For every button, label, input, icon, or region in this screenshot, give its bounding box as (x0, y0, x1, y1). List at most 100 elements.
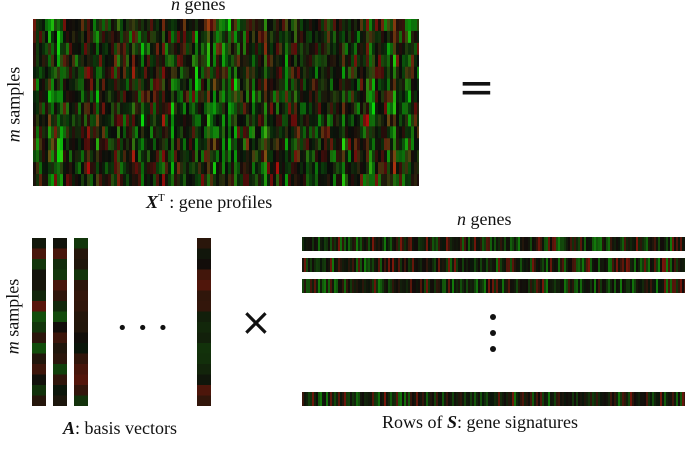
heatmap-cell (267, 150, 270, 163)
heatmap-cell (342, 162, 345, 175)
heatmap-cell (291, 114, 294, 127)
heatmap-cell (321, 42, 324, 56)
basis-cell (197, 343, 211, 354)
heatmap-cell (279, 19, 282, 32)
heatmap-cell (288, 114, 291, 127)
heatmap-cell (375, 30, 378, 44)
signature-cell (426, 258, 428, 272)
heatmap-cell (153, 78, 156, 92)
heatmap-cell (51, 30, 54, 44)
signature-cell (332, 237, 334, 251)
heatmap-cell (141, 19, 144, 32)
heatmap-cell (264, 162, 267, 175)
heatmap-cell (69, 78, 72, 92)
signature-cell (328, 392, 330, 406)
signature-cell (572, 279, 574, 293)
heatmap-cell (390, 66, 393, 80)
heatmap-cell (165, 138, 168, 151)
heatmap-cell (270, 126, 273, 139)
signature-cell (560, 279, 562, 293)
heatmap-cell (402, 66, 405, 80)
signature-row-last-canvas (302, 392, 685, 406)
heatmap-cell (114, 114, 117, 127)
basis-cell (74, 280, 88, 291)
heatmap-cell (246, 114, 249, 127)
heatmap-cell (333, 30, 336, 44)
heatmap-cell (33, 90, 36, 103)
signature-cell (408, 279, 410, 293)
heatmap-cell (126, 30, 129, 44)
heatmap-cell (381, 162, 384, 175)
heatmap-cell (201, 114, 204, 127)
signature-cell (594, 258, 596, 272)
heatmap-cell (36, 90, 39, 103)
signature-cell (372, 258, 374, 272)
heatmap-cell (171, 19, 174, 32)
signature-cell (658, 237, 660, 251)
heatmap-cell (273, 162, 276, 175)
heatmap-cell (72, 150, 75, 163)
heatmap-cell (255, 150, 258, 163)
heatmap-cell (39, 102, 42, 115)
heatmap-cell (102, 54, 105, 68)
heatmap-cell (252, 102, 255, 115)
heatmap-cell (153, 102, 156, 115)
signature-cell (474, 392, 476, 406)
heatmap-cell (318, 42, 321, 56)
heatmap-cell (63, 102, 66, 115)
heatmap-cell (363, 114, 366, 127)
signature-row-last (302, 392, 685, 406)
signature-cell (512, 392, 514, 406)
heatmap-cell (396, 90, 399, 103)
signature-cell (490, 258, 492, 272)
heatmap-cell (336, 102, 339, 115)
heatmap-cell (54, 42, 57, 56)
heatmap-cell (276, 19, 279, 32)
heatmap-cell (405, 162, 408, 175)
signature-cell (480, 237, 482, 251)
heatmap-cell (288, 102, 291, 115)
heatmap-cell (66, 19, 69, 32)
heatmap-cell (153, 66, 156, 80)
heatmap-cell (102, 150, 105, 163)
heatmap-cell (240, 162, 243, 175)
heatmap-cell (42, 114, 45, 127)
heatmap-cell (186, 19, 189, 32)
heatmap-cell (249, 126, 252, 139)
heatmap-cell (237, 150, 240, 163)
signature-cell (440, 392, 442, 406)
signature-cell (460, 279, 462, 293)
heatmap-cell (138, 66, 141, 80)
heatmap-cell (39, 174, 42, 186)
signature-cell (582, 392, 584, 406)
heatmap-cell (96, 78, 99, 92)
signature-cell (476, 237, 478, 251)
heatmap-cell (105, 114, 108, 127)
heatmap-cell (42, 42, 45, 56)
heatmap-cell (273, 42, 276, 56)
signature-cell (416, 279, 418, 293)
signature-cell (520, 279, 522, 293)
heatmap-cell (60, 102, 63, 115)
heatmap-cell (129, 90, 132, 103)
heatmap-cell (39, 42, 42, 56)
basis-cell (32, 269, 46, 281)
signature-cell (338, 279, 340, 293)
signature-cell (324, 279, 326, 293)
heatmap-cell (222, 102, 225, 115)
heatmap-cell (360, 138, 363, 151)
heatmap-cell (174, 162, 177, 175)
equals-sign: = (458, 62, 495, 113)
signature-cell (528, 258, 530, 272)
heatmap-cell (129, 138, 132, 151)
heatmap-cell (132, 66, 135, 80)
heatmap-cell (171, 102, 174, 115)
heatmap-cell (327, 90, 330, 103)
heatmap-cell (135, 150, 138, 163)
heatmap-cell (384, 54, 387, 68)
heatmap-cell (255, 126, 258, 139)
heatmap-cell (231, 162, 234, 175)
signature-cell (418, 279, 420, 293)
heatmap-cell (207, 19, 210, 32)
heatmap-cell (378, 30, 381, 44)
